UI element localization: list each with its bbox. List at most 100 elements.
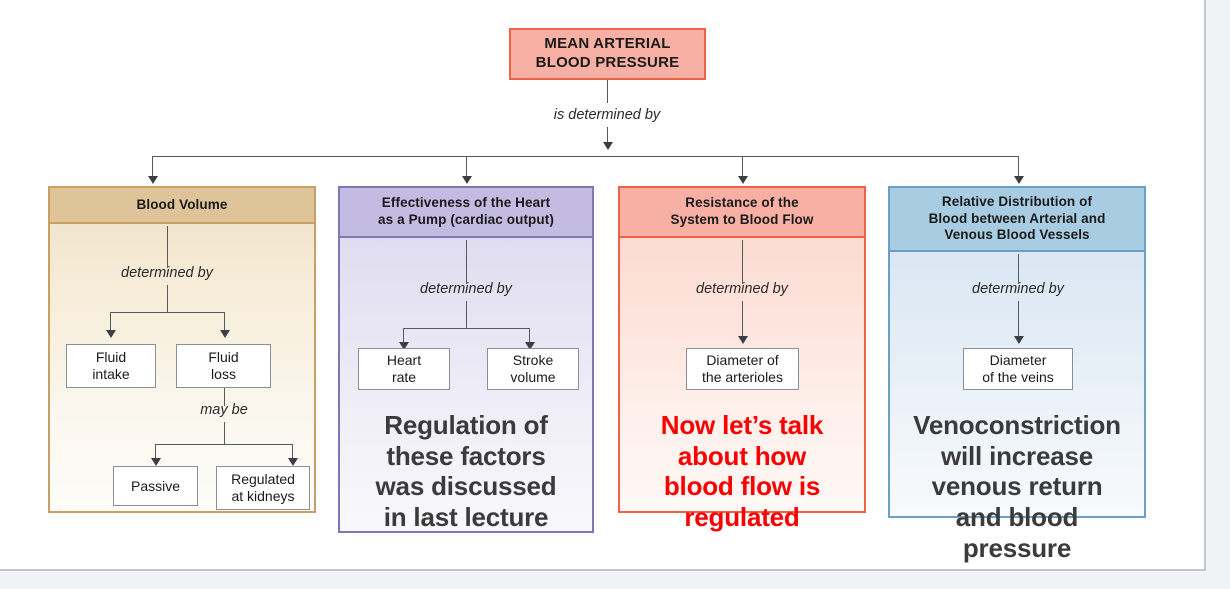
bus-bar bbox=[152, 156, 1018, 157]
dist-connector-label: determined by bbox=[972, 281, 1064, 297]
heart-arrowhead-right-icon bbox=[525, 342, 535, 350]
bv-arrowhead-left-icon bbox=[106, 330, 116, 338]
leaf-diameter-arterioles-line2: the arterioles bbox=[702, 369, 783, 385]
leaf-heart-rate-line1: Heart bbox=[386, 352, 422, 369]
bv-sub-branch-right bbox=[292, 444, 293, 462]
bv-sub-split-bar bbox=[155, 444, 292, 445]
bv-branch-left bbox=[110, 312, 111, 334]
heart-split-bar bbox=[403, 328, 529, 329]
heart-stem-lower bbox=[466, 301, 467, 328]
leaf-passive-line1: Passive bbox=[130, 477, 181, 494]
res-stem-lower bbox=[742, 301, 743, 341]
leaf-passive: Passive bbox=[113, 466, 198, 506]
leaf-fluid-loss-line1: Fluid bbox=[208, 349, 239, 366]
column-distribution-header-line2: Blood between Arterial and bbox=[928, 210, 1106, 226]
leaf-fluid-loss-line2: loss bbox=[211, 366, 236, 382]
heart-branch-right bbox=[529, 328, 530, 346]
bv-connector-label: determined by bbox=[121, 265, 213, 281]
note-dist-line1: Venoconstriction bbox=[913, 410, 1121, 440]
leaf-fluid-intake: Fluid intake bbox=[66, 344, 156, 388]
column-heart-header: Effectiveness of the Heart as a Pump (ca… bbox=[338, 186, 594, 238]
bv-sub-branch-left bbox=[155, 444, 156, 462]
bus-arrowhead-2-icon bbox=[462, 176, 472, 184]
bv-sub-stem-upper bbox=[224, 388, 225, 406]
bv-sub-arrowhead-right-icon bbox=[288, 458, 298, 466]
bv-stem-lower bbox=[167, 285, 168, 312]
bus-arrowhead-3-icon bbox=[738, 176, 748, 184]
leaf-heart-rate-line2: rate bbox=[391, 369, 417, 385]
column-distribution-header-line3: Venous Blood Vessels bbox=[944, 227, 1090, 243]
slide-canvas: MEAN ARTERIAL BLOOD PRESSURE is determin… bbox=[0, 0, 1206, 571]
res-stem-upper bbox=[742, 240, 743, 284]
column-resistance-header: Resistance of the System to Blood Flow bbox=[618, 186, 866, 238]
res-connector-label: determined by bbox=[696, 281, 788, 297]
root-label-line2: BLOOD PRESSURE bbox=[535, 54, 680, 71]
column-resistance-header-line1: Resistance of the bbox=[685, 195, 799, 211]
column-distribution-header-line1: Relative Distribution of bbox=[941, 193, 1093, 209]
column-resistance-header-line2: System to Blood Flow bbox=[670, 212, 814, 227]
leaf-diameter-veins-line2: of the veins bbox=[982, 369, 1054, 385]
note-dist-line2: will increase bbox=[940, 440, 1094, 471]
bus-drop-1 bbox=[152, 156, 153, 180]
leaf-stroke-volume-line1: Stroke bbox=[512, 352, 554, 369]
bv-sub-stem-lower bbox=[224, 422, 225, 444]
res-arrowhead-icon bbox=[738, 336, 748, 344]
leaf-fluid-intake-line1: Fluid bbox=[95, 349, 127, 366]
heart-connector-label: determined by bbox=[420, 281, 512, 297]
note-dist-line3: venous return bbox=[931, 471, 1103, 502]
note-res-line4: regulated bbox=[684, 502, 800, 533]
leaf-diameter-arterioles-line1: Diameter of bbox=[706, 352, 779, 369]
leaf-diameter-arterioles: Diameter of the arterioles bbox=[686, 348, 799, 390]
note-heart-line2: these factors bbox=[386, 440, 546, 471]
leaf-regulated-line1: Regulated bbox=[231, 471, 295, 488]
bv-arrowhead-right-icon bbox=[220, 330, 230, 338]
bv-stem-upper bbox=[167, 226, 168, 268]
bv-branch-right bbox=[224, 312, 225, 334]
leaf-diameter-veins-line1: Diameter bbox=[989, 352, 1047, 369]
dist-stem-upper bbox=[1018, 254, 1019, 284]
note-venoconstriction: Venoconstriction will increase venous re… bbox=[882, 410, 1152, 563]
note-dist-line4: and blood bbox=[955, 502, 1079, 533]
note-heart-line3: was discussed bbox=[375, 471, 557, 502]
root-connector-label: is determined by bbox=[553, 107, 661, 123]
note-heart-line1: Regulation of bbox=[384, 410, 548, 440]
leaf-regulated-at-kidneys: Regulated at kidneys bbox=[216, 466, 310, 510]
bus-drop-4 bbox=[1018, 156, 1019, 180]
dist-stem-lower bbox=[1018, 301, 1019, 341]
note-res-line2: about how bbox=[677, 440, 807, 471]
bus-drop-3 bbox=[742, 156, 743, 180]
bv-sub-arrowhead-left-icon bbox=[151, 458, 161, 466]
root-stem-upper bbox=[607, 80, 608, 103]
column-heart-header-line2: as a Pump (cardiac output) bbox=[378, 212, 554, 227]
node-mean-arterial-blood-pressure: MEAN ARTERIAL BLOOD PRESSURE bbox=[509, 28, 706, 80]
note-heart-regulation: Regulation of these factors was discusse… bbox=[338, 410, 594, 533]
leaf-fluid-intake-line2: intake bbox=[92, 366, 130, 382]
root-stem-lower bbox=[607, 127, 608, 147]
note-heart-line4: in last lecture bbox=[383, 502, 549, 533]
column-blood-distribution: Relative Distribution of Blood between A… bbox=[888, 186, 1146, 518]
bus-arrowhead-4-icon bbox=[1014, 176, 1024, 184]
root-label-line1: MEAN ARTERIAL bbox=[544, 35, 671, 53]
heart-arrowhead-left-icon bbox=[399, 342, 409, 350]
leaf-diameter-veins: Diameter of the veins bbox=[963, 348, 1073, 390]
note-res-line3: blood flow is bbox=[663, 471, 821, 502]
note-dist-line5: pressure bbox=[962, 532, 1072, 563]
note-resistance-blood-flow: Now let’s talk about how blood flow is r… bbox=[618, 410, 866, 533]
note-res-line1: Now let’s talk bbox=[660, 410, 824, 440]
bus-arrowhead-1-icon bbox=[148, 176, 158, 184]
bv-sub-connector-label: may be bbox=[200, 402, 248, 418]
dist-arrowhead-icon bbox=[1014, 336, 1024, 344]
column-blood-volume-header-line1: Blood Volume bbox=[136, 196, 228, 212]
column-distribution-header: Relative Distribution of Blood between A… bbox=[888, 186, 1146, 252]
leaf-fluid-loss: Fluid loss bbox=[176, 344, 271, 388]
heart-stem-upper bbox=[466, 240, 467, 284]
leaf-heart-rate: Heart rate bbox=[358, 348, 450, 390]
leaf-regulated-line2: at kidneys bbox=[231, 488, 295, 504]
heart-branch-left bbox=[403, 328, 404, 346]
bv-split-bar bbox=[110, 312, 224, 313]
leaf-stroke-volume: Stroke volume bbox=[487, 348, 579, 390]
column-heart-header-line1: Effectiveness of the Heart bbox=[381, 195, 551, 211]
column-blood-volume-header: Blood Volume bbox=[48, 186, 316, 224]
leaf-stroke-volume-line2: volume bbox=[510, 369, 556, 385]
root-arrowhead-icon bbox=[603, 142, 613, 150]
